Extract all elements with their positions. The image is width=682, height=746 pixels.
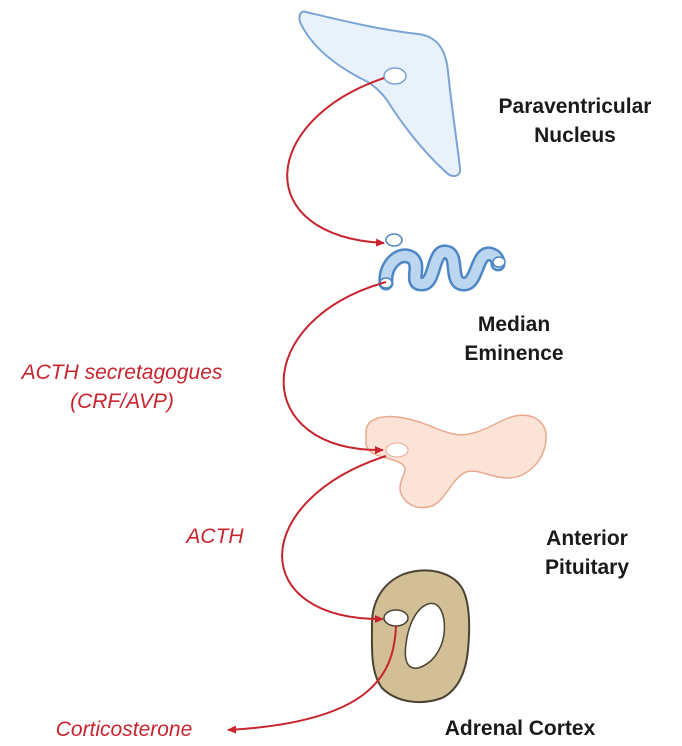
anterior-pituitary xyxy=(365,414,547,509)
arrow-pvn-to-median-eminence xyxy=(286,77,385,247)
median-eminence-terminal-top xyxy=(385,233,403,247)
label-median-eminence: Median Eminence xyxy=(464,313,564,365)
label-anterior-pituitary: Anterior Pituitary xyxy=(544,527,630,579)
label-acth: ACTH xyxy=(186,525,244,548)
label-acth-secretagogues: ACTH secretagogues (CRF/AVP) xyxy=(21,361,223,413)
arrow-median-eminence-to-pituitary xyxy=(282,281,387,455)
arrow-adrenal-to-corticosterone xyxy=(227,625,397,734)
adrenal-cell xyxy=(383,609,409,627)
paraventricular-cell-body xyxy=(383,67,407,85)
pituitary-cell xyxy=(385,442,409,458)
label-corticosterone: Corticosterone xyxy=(55,718,193,741)
label-adrenal-cortex: Adrenal Cortex xyxy=(444,717,596,740)
median-eminence xyxy=(378,233,506,292)
label-paraventricular-nucleus: Paraventricular Nucleus xyxy=(498,95,652,147)
paraventricular-nucleus xyxy=(298,10,462,177)
arrow-pituitary-to-adrenal xyxy=(281,455,387,624)
adrenal-cortex xyxy=(370,569,471,704)
median-eminence-terminal-end xyxy=(492,256,506,268)
